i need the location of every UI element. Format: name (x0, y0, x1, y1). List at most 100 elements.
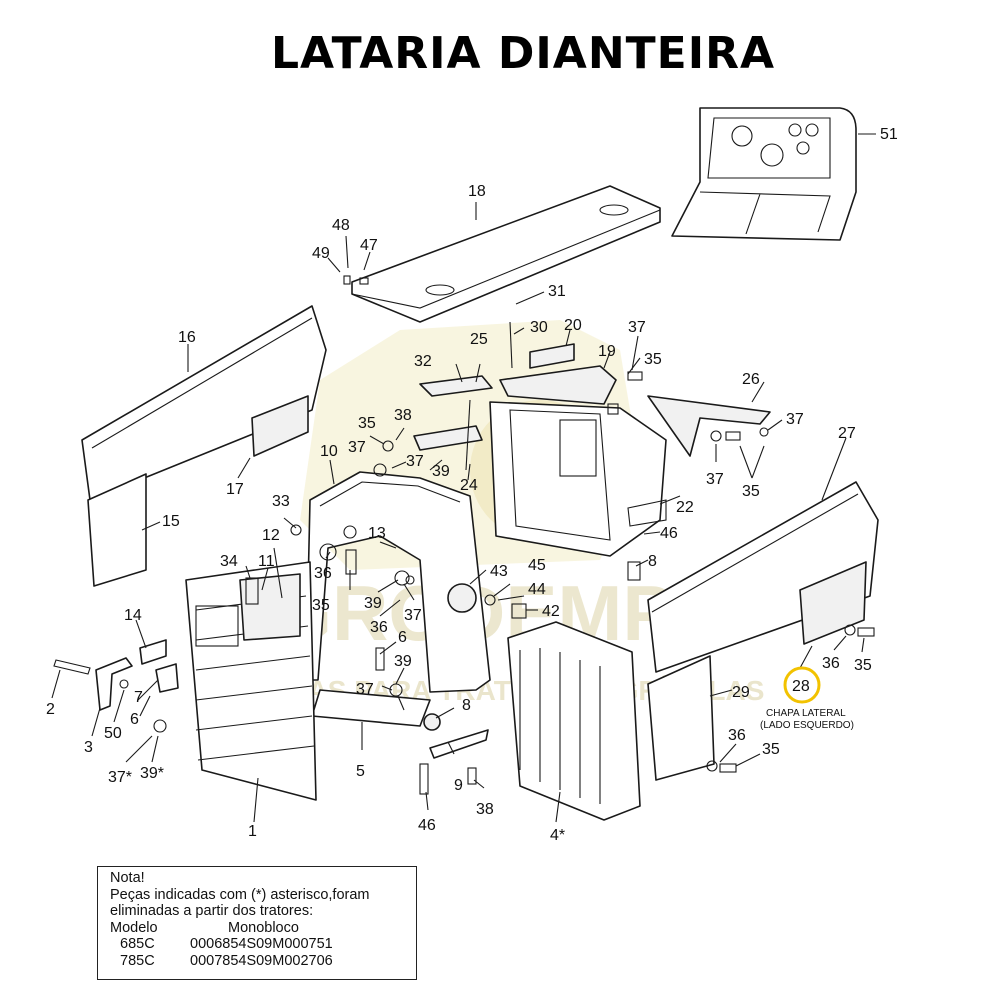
callout-37d: 37 (786, 411, 804, 428)
callout-44: 44 (528, 581, 546, 598)
callout-17: 17 (226, 481, 244, 498)
callout-6b: 6 (130, 711, 139, 728)
part-radiator-support (489, 401, 667, 557)
callout-22: 22 (676, 499, 694, 516)
callout-39c: 39 (394, 653, 412, 670)
callout-37c: 37 (628, 319, 646, 336)
callout-33: 33 (272, 493, 290, 510)
callout-4: 4* (550, 827, 565, 844)
callout-39-star: 39* (140, 765, 164, 782)
part-28-caption-line1: CHAPA LATERAL (766, 708, 846, 719)
callout-11: 11 (258, 553, 275, 570)
callout-18: 18 (468, 183, 486, 200)
callout-20: 20 (564, 317, 582, 334)
callout-14: 14 (124, 607, 142, 624)
callout-10: 10 (320, 443, 338, 460)
callout-35e: 35 (854, 657, 872, 674)
callout-51: 51 (880, 126, 898, 143)
callout-43: 43 (490, 563, 508, 580)
hardware (245, 275, 875, 795)
callout-46b: 46 (418, 817, 436, 834)
callout-35c: 35 (742, 483, 760, 500)
part-small-left (53, 639, 179, 733)
callout-8b: 8 (462, 697, 471, 714)
callout-37f: 37 (404, 607, 422, 624)
callout-36a: 36 (314, 565, 332, 582)
note-heading: Nota! (110, 870, 145, 886)
callout-30: 30 (530, 319, 548, 336)
callout-35a: 35 (358, 415, 376, 432)
part-28-caption-line2: (LADO ESQUERDO) (760, 720, 854, 731)
part-hood (351, 185, 661, 323)
callout-25: 25 (470, 331, 488, 348)
callout-37-star: 37* (108, 769, 132, 786)
part-side-panel-16 (81, 305, 327, 501)
callout-38a: 38 (394, 407, 412, 424)
diagram-title: LATARIA DIANTEIRA (270, 28, 776, 79)
callout-26: 26 (742, 371, 760, 388)
note-box: Nota! Peças indicadas com (*) asterisco,… (97, 866, 417, 980)
callout-13: 13 (368, 525, 386, 542)
callout-50: 50 (104, 725, 122, 742)
callout-49: 49 (312, 245, 330, 262)
callout-7: 7 (134, 689, 143, 706)
callout-36b: 36 (370, 619, 388, 636)
callout-37e: 37 (706, 471, 724, 488)
callout-29: 29 (732, 684, 750, 701)
callout-38b: 38 (476, 801, 494, 818)
note-line2: eliminadas a partir dos tratores: (110, 903, 314, 919)
callout-27: 27 (838, 425, 856, 442)
part-bracket-26 (647, 395, 771, 457)
note-model-header: Modelo (110, 919, 158, 936)
note-serial-header: Monobloco (228, 919, 299, 936)
highlight-ring (783, 666, 821, 704)
callout-42: 42 (542, 603, 560, 620)
callout-35f: 35 (762, 741, 780, 758)
callout-45: 45 (528, 557, 546, 574)
note-serial: 0007854S09M002706 (190, 952, 333, 969)
callout-36d: 36 (728, 727, 746, 744)
callout-9: 9 (454, 777, 463, 794)
callout-35d: 35 (312, 597, 330, 614)
callout-1: 1 (248, 823, 257, 840)
callout-37a: 37 (348, 439, 366, 456)
callout-48: 48 (332, 217, 350, 234)
part-instrument-panel (671, 107, 857, 241)
callout-15: 15 (162, 513, 180, 530)
note-model: 685C (120, 936, 155, 952)
callout-39b: 39 (364, 595, 382, 612)
part-side-panel-27 (647, 481, 879, 673)
part-side-panel-29 (647, 655, 715, 781)
part-grille-screen (507, 621, 641, 821)
note-line1: Peças indicadas com (*) asterisco,foram (110, 886, 370, 903)
note-table-row: 785C 0007854S09M002706 (110, 953, 404, 970)
callout-35b: 35 (644, 351, 662, 368)
callout-39a: 39 (432, 463, 450, 480)
note-table-header: Modelo Monobloco (110, 920, 404, 937)
callout-31: 31 (548, 283, 566, 300)
callout-2: 2 (46, 701, 55, 718)
note-model: 785C (120, 952, 155, 969)
callout-19: 19 (598, 343, 616, 360)
callout-37b: 37 (406, 453, 424, 470)
note-serial: 0006854S09M000751 (190, 936, 333, 952)
callout-3: 3 (84, 739, 93, 756)
callout-47: 47 (360, 237, 378, 254)
callout-34: 34 (220, 553, 238, 570)
part-grille (185, 561, 317, 801)
callout-24: 24 (460, 477, 478, 494)
callout-12: 12 (262, 527, 280, 544)
leader-lines (51, 133, 876, 823)
callout-28: 28 (792, 678, 810, 695)
part-side-panel-15 (87, 473, 147, 587)
callout-5: 5 (356, 763, 365, 780)
callout-16: 16 (178, 329, 196, 346)
part-front-frame (305, 471, 491, 727)
callout-36c: 36 (822, 655, 840, 672)
callout-46a: 46 (660, 525, 678, 542)
callout-6a: 6 (398, 629, 407, 646)
callout-8a: 8 (648, 553, 657, 570)
note-table-row: 685C 0006854S09M000751 (110, 936, 404, 953)
callout-37g: 37 (356, 681, 374, 698)
